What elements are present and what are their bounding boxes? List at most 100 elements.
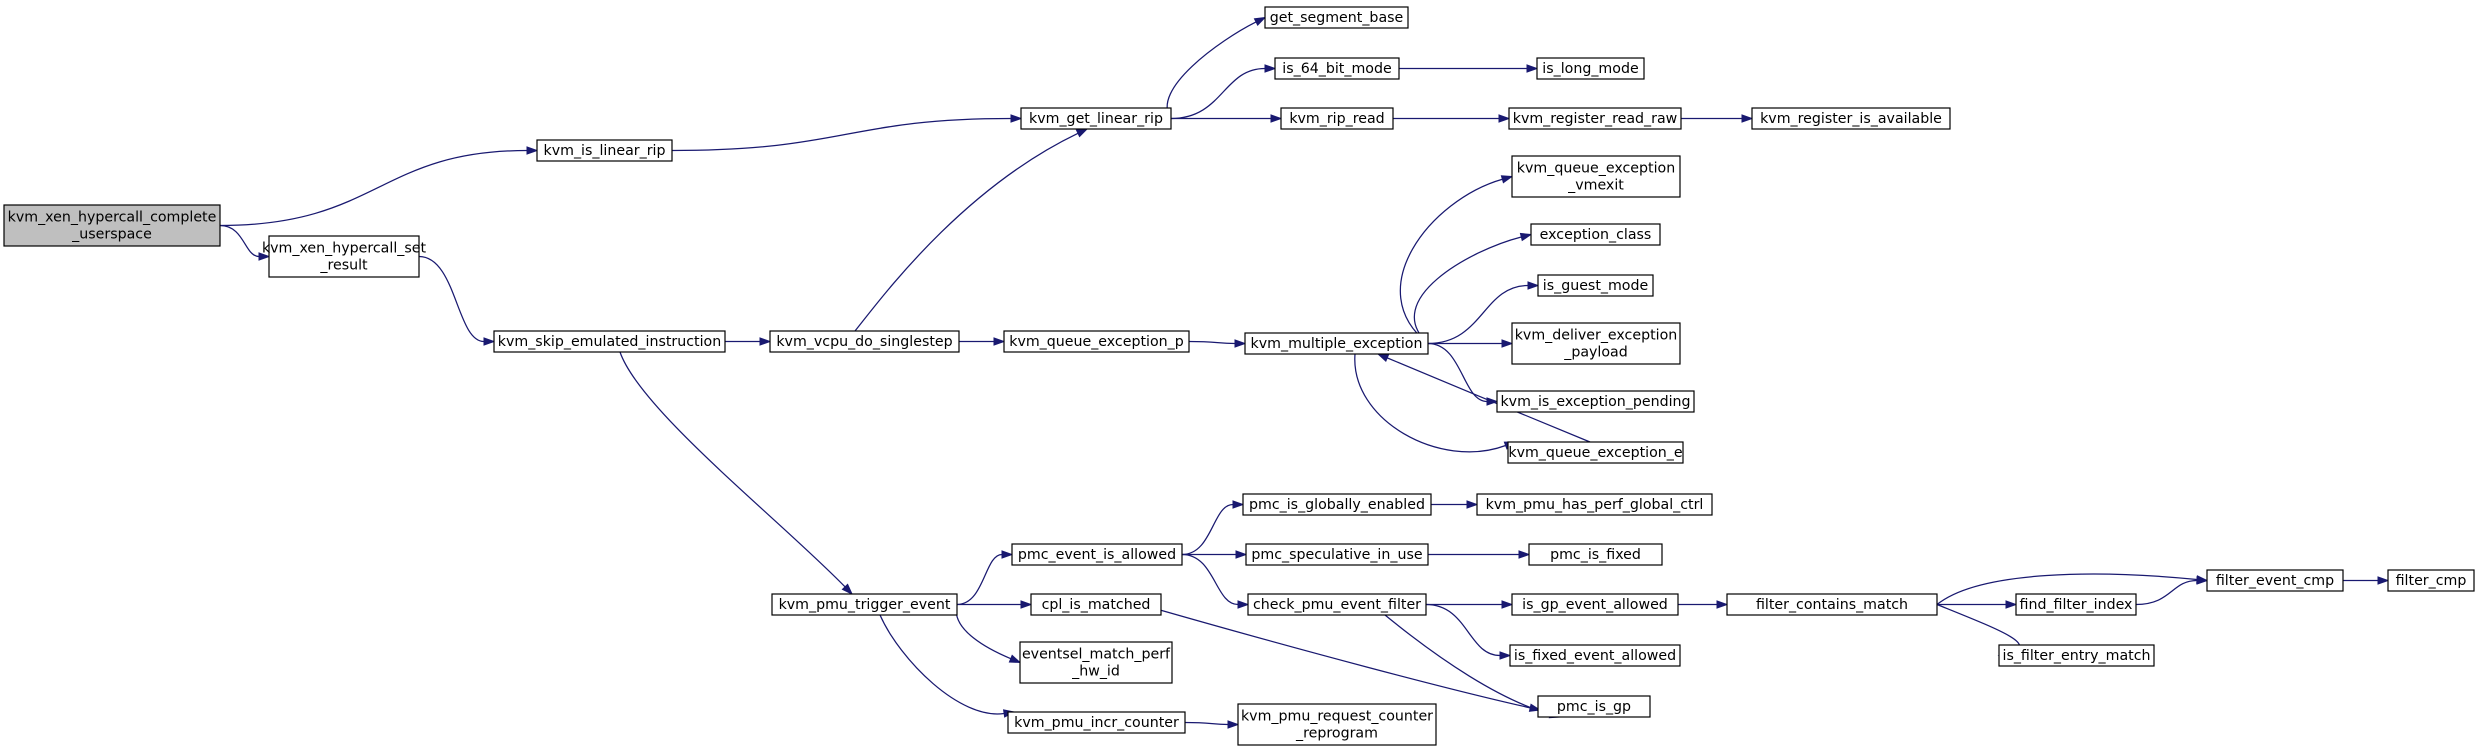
function-node-kvm-get-linear-rip[interactable]: kvm_get_linear_rip (1020, 107, 1172, 130)
function-node-filter-event-cmp[interactable]: filter_event_cmp (2206, 569, 2344, 592)
function-node-pmc-event-is-allowed[interactable]: pmc_event_is_allowed (1011, 543, 1183, 566)
edge-arrowhead (1232, 500, 1245, 509)
function-node-is-64-bit-mode[interactable]: is_64_bit_mode (1274, 57, 1400, 80)
function-node-kvm-vcpu-do-singlestep[interactable]: kvm_vcpu_do_singlestep (769, 330, 960, 353)
edge-line (956, 553, 1003, 606)
node-label: pmc_is_fixed (1550, 547, 1641, 563)
function-node-kvm-multiple-exception[interactable]: kvm_multiple_exception (1244, 332, 1429, 355)
edge-n7-to-n8 (1393, 114, 1511, 123)
edge-line (1170, 67, 1266, 120)
edge-n37-to-n38 (1184, 720, 1240, 729)
node-label: eventsel_match_perf (1022, 647, 1171, 663)
edge-line (955, 604, 1012, 660)
function-node-kvm-is-exception-pending[interactable]: kvm_is_exception_pending (1496, 390, 1695, 413)
node-label: kvm_rip_read (1289, 111, 1384, 127)
function-node-find-filter-index[interactable]: find_filter_index (2015, 593, 2137, 616)
node-box (1019, 641, 1173, 684)
edge-arrowhead (1527, 281, 1540, 290)
node-box (493, 330, 726, 353)
node-box (1530, 223, 1661, 246)
node-label: _payload (1563, 345, 1628, 361)
edge-arrowhead (526, 146, 539, 155)
edge-line (1159, 609, 1531, 709)
function-node-kvm-pmu-trigger-event[interactable]: kvm_pmu_trigger_event (771, 593, 958, 616)
function-node-pmc-speculative-in-use[interactable]: pmc_speculative_in_use (1245, 543, 1429, 566)
edge-line (1936, 573, 2198, 605)
node-label: kvm_xen_hypercall_complete (8, 210, 217, 226)
edge-line (418, 255, 485, 343)
function-node-cpl-is-matched[interactable]: cpl_is_matched (1030, 593, 1162, 616)
node-label: kvm_is_exception_pending (1500, 394, 1690, 410)
edge-arrowhead (1234, 339, 1247, 348)
edge-line (1399, 178, 1503, 344)
function-node-is-long-mode[interactable]: is_long_mode (1536, 57, 1645, 80)
function-node-kvm-register-is-available[interactable]: kvm_register_is_available (1751, 107, 1951, 130)
edge-arrowhead (841, 583, 854, 596)
function-node-is-fixed-event-allowed[interactable]: is_fixed_event_allowed (1509, 644, 1681, 667)
edge-n27-to-n28 (1677, 600, 1729, 609)
function-node-kvm-xen-hypercall-set-result[interactable]: kvm_xen_hypercall_set_result (262, 235, 427, 278)
node-box (1509, 644, 1681, 667)
edge-line (1188, 340, 1236, 345)
edge-line (2135, 579, 2198, 606)
function-node-kvm-queue-exception-p[interactable]: kvm_queue_exception_p (1003, 330, 1190, 353)
node-label: kvm_skip_emulated_instruction (498, 334, 721, 350)
edge-n35-to-n34 (1159, 609, 1542, 712)
node-label: pmc_speculative_in_use (1251, 547, 1422, 563)
function-node-kvm-pmu-request-counter-reprogram[interactable]: kvm_pmu_request_counter_reprogram (1237, 703, 1437, 746)
node-label: is_64_bit_mode (1282, 61, 1391, 77)
function-node-kvm-queue-exception-e[interactable]: kvm_queue_exception_e (1507, 441, 1684, 464)
function-node-kvm-register-read-raw[interactable]: kvm_register_read_raw (1508, 107, 1682, 130)
function-node-filter-contains-match[interactable]: filter_contains_match (1726, 593, 1938, 616)
function-node-kvm-rip-read[interactable]: kvm_rip_read (1280, 107, 1394, 130)
edge-arrowhead (1466, 500, 1479, 509)
function-node-kvm-is-linear-rip[interactable]: kvm_is_linear_rip (536, 139, 673, 162)
edge-n13-to-n15 (1413, 232, 1533, 344)
edge-line (1425, 603, 1501, 657)
function-node-exception-class[interactable]: exception_class (1530, 223, 1661, 246)
function-node-kvm-xen-hypercall-complete-userspace[interactable]: kvm_xen_hypercall_complete_userspace (3, 204, 221, 247)
function-node-filter-cmp[interactable]: filter_cmp (2387, 569, 2475, 592)
node-label: _userspace (71, 227, 152, 243)
edge-n20-to-n37 (879, 614, 1016, 718)
node-box (1237, 703, 1437, 746)
node-label: _hw_id (1071, 664, 1120, 680)
function-node-kvm-pmu-incr-counter[interactable]: kvm_pmu_incr_counter (1007, 711, 1186, 734)
edge-arrowhead (1716, 600, 1729, 609)
node-box (1507, 441, 1684, 464)
node-box (1511, 155, 1681, 198)
node-label: kvm_multiple_exception (1251, 336, 1423, 352)
function-node-pmc-is-fixed[interactable]: pmc_is_fixed (1528, 543, 1663, 566)
node-label: kvm_deliver_exception (1515, 328, 1678, 344)
node-label: kvm_queue_exception (1517, 161, 1675, 177)
edge-arrowhead (1001, 550, 1014, 559)
node-box (1511, 322, 1681, 365)
node-box (2387, 569, 2475, 592)
edge-line (1413, 236, 1522, 344)
node-label: kvm_vcpu_do_singlestep (776, 334, 952, 350)
edge-n0-to-n1 (219, 146, 539, 227)
function-node-eventsel-match-perf-hw-id[interactable]: eventsel_match_perf_hw_id (1019, 641, 1173, 684)
edge-n21-to-n24 (1181, 550, 1248, 559)
node-label: is_long_mode (1542, 61, 1638, 77)
function-node-kvm-pmu-has-perf-global-ctrl[interactable]: kvm_pmu_has_perf_global_ctrl (1476, 493, 1713, 516)
function-node-kvm-skip-emulated-instruction[interactable]: kvm_skip_emulated_instruction (493, 330, 726, 353)
node-box (1528, 543, 1663, 566)
function-node-pmc-is-globally-enabled[interactable]: pmc_is_globally_enabled (1242, 493, 1432, 516)
function-node-is-filter-entry-match[interactable]: is_filter_entry_match (1998, 644, 2155, 667)
node-box (1245, 543, 1429, 566)
function-node-kvm-queue-exception-vmexit[interactable]: kvm_queue_exception_vmexit (1511, 155, 1681, 198)
function-node-pmc-is-gp[interactable]: pmc_is_gp (1537, 695, 1651, 718)
function-node-kvm-deliver-exception-payload[interactable]: kvm_deliver_exception_payload (1511, 322, 1681, 365)
function-node-is-gp-event-allowed[interactable]: is_gp_event_allowed (1511, 593, 1679, 616)
function-node-check-pmu-event-filter[interactable]: check_pmu_event_filter (1247, 593, 1427, 616)
edge-line (879, 614, 1005, 715)
node-box (1274, 57, 1400, 80)
function-node-is-guest-mode[interactable]: is_guest_mode (1537, 274, 1654, 297)
edge-line (1427, 284, 1529, 345)
function-node-get-segment-base[interactable]: get_segment_base (1264, 6, 1409, 29)
node-box (536, 139, 673, 162)
edge-line (219, 149, 528, 227)
edge-n20-to-n36 (955, 604, 1022, 664)
